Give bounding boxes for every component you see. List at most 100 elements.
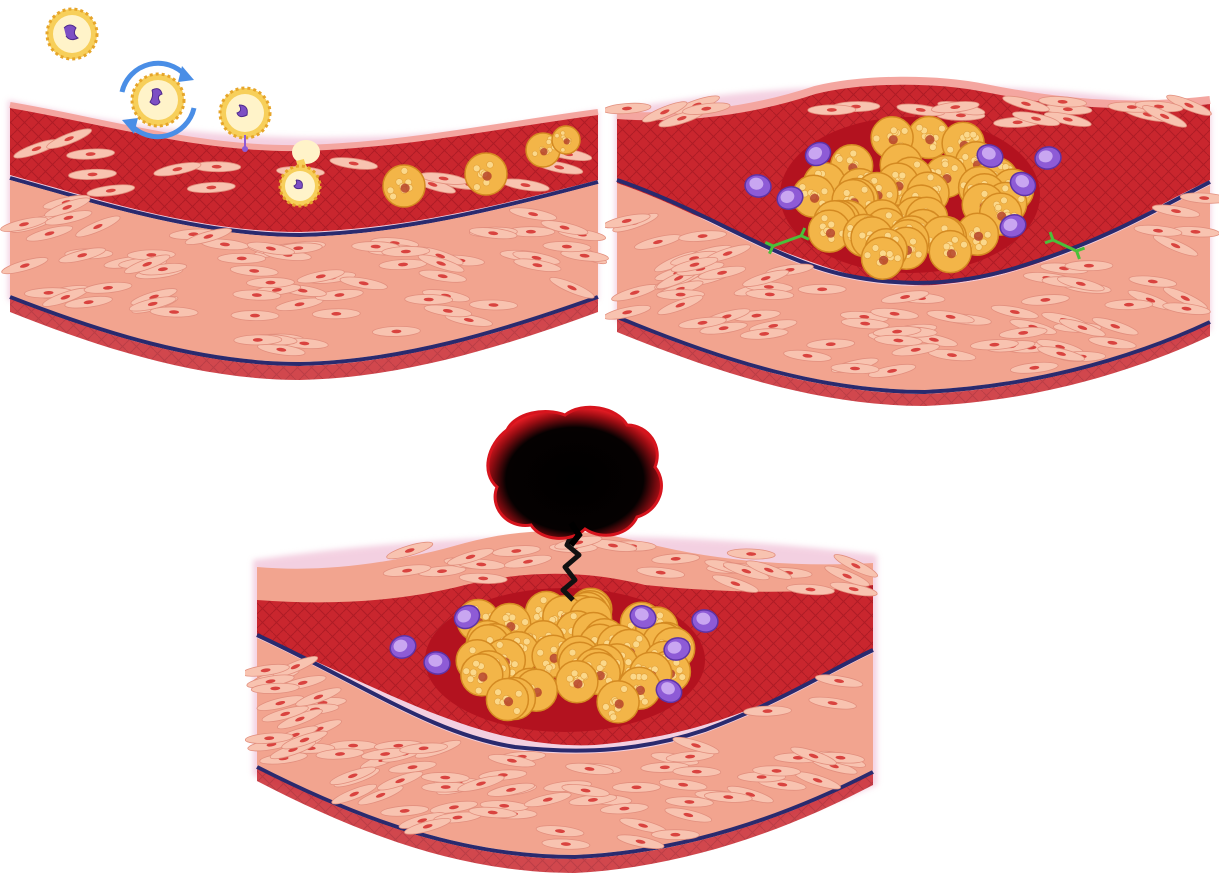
lipid-droplet (657, 612, 664, 619)
lipid-droplet (473, 660, 480, 667)
lipid-droplet (514, 708, 521, 715)
foam-cell-nucleus (810, 194, 819, 203)
free-monocyte (47, 9, 97, 59)
lipid-droplet (522, 619, 529, 626)
lipid-droplet (901, 128, 908, 135)
lipid-droplet (930, 144, 937, 151)
lipid-droplet (633, 641, 640, 648)
lipid-droplet (836, 156, 843, 163)
lipid-droplet (890, 127, 897, 134)
lipid-droplet (473, 165, 480, 172)
foam-cell-nucleus (615, 699, 624, 708)
lipid-droplet (943, 243, 950, 250)
lipid-droplet (546, 139, 551, 144)
lipid-droplet (1018, 196, 1025, 203)
lipid-droplet (886, 191, 893, 198)
lipid-droplet (515, 690, 522, 697)
lipid-droplet (859, 232, 866, 239)
lipid-droplet (487, 161, 494, 168)
lipid-droplet (846, 157, 853, 164)
lipid-droplet (467, 676, 474, 683)
lipid-droplet (915, 251, 922, 258)
lipid-droplet (885, 212, 892, 219)
lipid-droplet (641, 674, 648, 681)
vessel-wall-section (0, 0, 610, 400)
foam-cell-nucleus (826, 229, 835, 238)
lipid-droplet (469, 647, 476, 654)
lipid-droplet (496, 642, 503, 649)
lipid-droplet (546, 664, 553, 671)
foam-cell (929, 231, 971, 273)
lipid-droplet (975, 244, 982, 251)
foam-cell (556, 661, 598, 703)
lipid-droplet (914, 161, 921, 168)
lipid-droplet (927, 174, 934, 181)
smooth-muscle-cell (808, 105, 856, 115)
lipid-droplet (861, 186, 868, 193)
lipid-droplet (864, 252, 871, 259)
foam-cell-nucleus (504, 697, 513, 706)
lipid-droplet (873, 135, 880, 142)
lipid-droplet (561, 148, 565, 152)
foam-cell-nucleus (947, 249, 956, 258)
lipid-droplet (532, 151, 537, 156)
foam-cell (486, 679, 528, 721)
lipid-droplet (642, 698, 649, 705)
lipid-droplet (495, 689, 502, 696)
lipid-droplet (910, 238, 917, 245)
lipid-droplet (625, 659, 632, 666)
lipid-droplet (899, 172, 906, 179)
foam-cell-nucleus (925, 135, 934, 144)
foam-cell (597, 681, 639, 723)
lipid-droplet (947, 146, 954, 153)
foam-cell-nucleus (889, 135, 898, 144)
thrombus (488, 407, 662, 538)
lipid-droplet (962, 154, 969, 161)
foam-cell-nucleus (573, 679, 582, 688)
foam-cell-nucleus (483, 172, 492, 181)
lipid-droplet (475, 687, 482, 694)
smooth-muscle-nucleus (1084, 264, 1094, 268)
lipid-droplet (555, 134, 559, 138)
smooth-muscle-cell (798, 284, 846, 294)
lipid-droplet (511, 661, 518, 668)
foam-cell-nucleus (401, 184, 410, 193)
lipid-droplet (872, 245, 879, 252)
lipid-droplet (821, 188, 828, 195)
lipid-droplet (569, 649, 576, 656)
lipid-droplet (566, 675, 573, 682)
plaque-section (605, 70, 1219, 420)
lipid-droplet (970, 131, 977, 138)
lipid-droplet (630, 673, 637, 680)
lipid-droplet (964, 131, 971, 138)
lipid-droplet (603, 704, 610, 711)
lipid-droplet (886, 251, 893, 258)
lipid-droplet (916, 124, 923, 131)
smooth-muscle-nucleus (631, 785, 641, 789)
foam-cell (862, 237, 904, 279)
smooth-muscle-cell (1065, 261, 1113, 271)
lipid-droplet (828, 221, 835, 228)
lipid-droplet (523, 638, 530, 645)
smooth-muscle-cell (651, 830, 699, 840)
lipid-droplet (550, 646, 557, 653)
lipid-droplet (463, 668, 470, 675)
lipid-droplet (995, 204, 1002, 211)
adhesion-molecule (242, 146, 248, 152)
lipid-droplet (597, 665, 604, 672)
lipid-droplet (676, 667, 683, 674)
lipid-droplet (610, 714, 617, 721)
lipid-droplet (892, 171, 899, 178)
lipid-droplet (1001, 197, 1008, 204)
lipid-droplet (679, 674, 686, 681)
lipid-droplet (843, 190, 850, 197)
lipid-droplet (581, 672, 588, 679)
lipid-droplet (537, 649, 544, 656)
foam-cell (465, 153, 507, 195)
lipid-droplet (984, 231, 991, 238)
rolling-monocyte (122, 63, 194, 136)
lipid-droplet (1002, 185, 1009, 192)
foam-cell-nucleus (478, 672, 487, 681)
panel-early-lesion (0, 0, 610, 400)
panel-rupture (245, 395, 885, 879)
